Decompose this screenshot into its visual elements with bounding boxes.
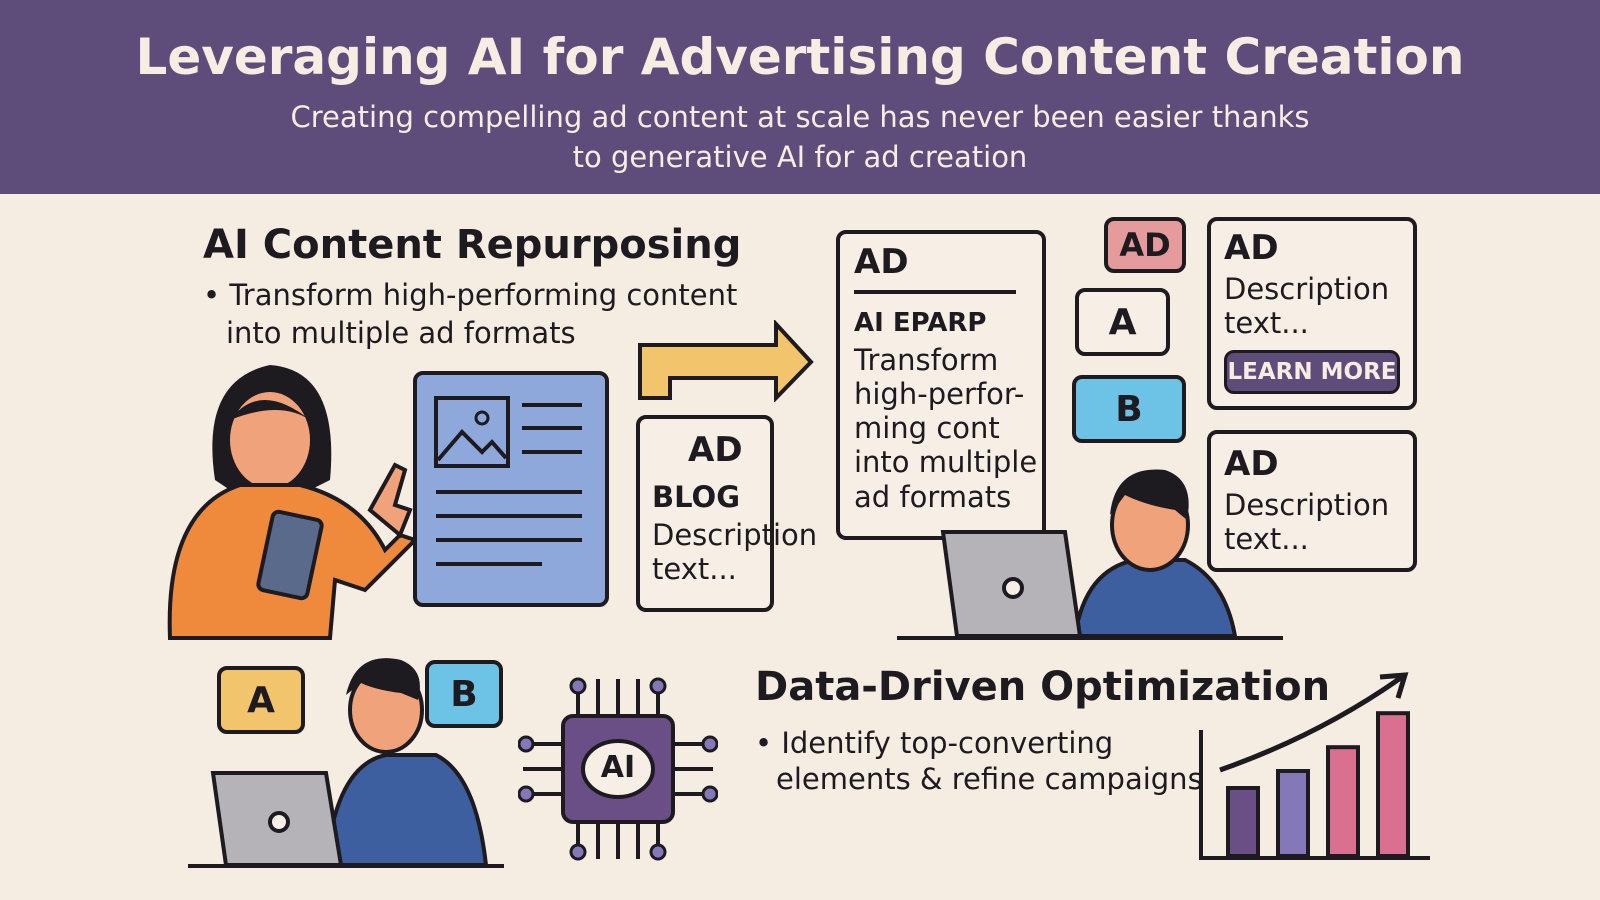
- chart-bar: [1226, 786, 1260, 858]
- chart-bar: [1326, 745, 1360, 858]
- bullet-line-1: • Transform high-performing content: [203, 278, 738, 312]
- blog-card-type: BLOG: [652, 480, 741, 514]
- learn-more-button[interactable]: LEARN MORE: [1224, 350, 1400, 394]
- card2-desc-2: text...: [1224, 522, 1309, 556]
- ai-chip-icon: [518, 677, 718, 861]
- variant-b-bubble-bottom: B: [425, 660, 503, 728]
- man-with-laptop-bottom-illustration: [188, 658, 504, 868]
- woman-with-tablet-illustration: [167, 365, 419, 640]
- trend-arrow: [1219, 674, 1404, 773]
- page-title: Leveraging AI for Advertising Content Cr…: [135, 28, 1465, 86]
- ai-chip-label: AI: [600, 750, 636, 785]
- header-banner: [0, 0, 1600, 194]
- card1-ad-label: AD: [1224, 228, 1279, 268]
- chart-bar: [1376, 711, 1410, 859]
- variant-a-bubble: A: [1075, 288, 1170, 356]
- ad-card: [1207, 430, 1417, 572]
- section-heading-repurposing: AI Content Repurposing: [203, 222, 742, 268]
- growth-bar-chart: [1199, 672, 1430, 860]
- bullet-line-2: into multiple ad formats: [226, 316, 576, 350]
- card1-desc-2: text...: [1224, 306, 1309, 340]
- bullet-line-1: • Identify top-converting: [755, 726, 1114, 760]
- main-card-divider: [854, 290, 1016, 294]
- main-card-line: into multiple: [854, 445, 1038, 479]
- main-card-line: ad formats: [854, 480, 1012, 514]
- main-card-line: Transform: [854, 343, 999, 377]
- main-card-line: ming cont: [854, 411, 1000, 445]
- subtitle-line-2: to generative AI for ad creation: [572, 140, 1028, 174]
- bullet-line-2: elements & refine campaigns: [776, 762, 1203, 796]
- main-card-line: high-perfor-: [854, 377, 1025, 411]
- arrow-right-icon: [638, 320, 814, 402]
- chart-bar: [1276, 769, 1310, 858]
- variant-a-bubble-bottom: A: [217, 666, 305, 734]
- main-ad-card: [836, 230, 1046, 540]
- ad-badge: AD: [1104, 217, 1186, 273]
- main-card-ad-label: AD: [854, 242, 909, 282]
- blog-card-desc-1: Description: [652, 518, 818, 552]
- main-card-subtitle: AI EPARP: [854, 308, 987, 338]
- blog-card-desc-2: text...: [652, 552, 737, 586]
- man-with-laptop-illustration: [897, 469, 1283, 640]
- trend-arrow-head-icon: [1379, 672, 1409, 699]
- card1-desc-1: Description: [1224, 272, 1390, 306]
- card2-desc-1: Description: [1224, 488, 1390, 522]
- blog-card-ad-label: AD: [688, 430, 743, 470]
- document-illustration: [413, 371, 609, 607]
- card2-ad-label: AD: [1224, 444, 1279, 484]
- blog-ad-card: [636, 415, 774, 612]
- subtitle-line-1: Creating compelling ad content at scale …: [290, 100, 1310, 134]
- variant-b-bubble: B: [1072, 375, 1186, 443]
- section-heading-optimization: Data-Driven Optimization: [755, 664, 1331, 710]
